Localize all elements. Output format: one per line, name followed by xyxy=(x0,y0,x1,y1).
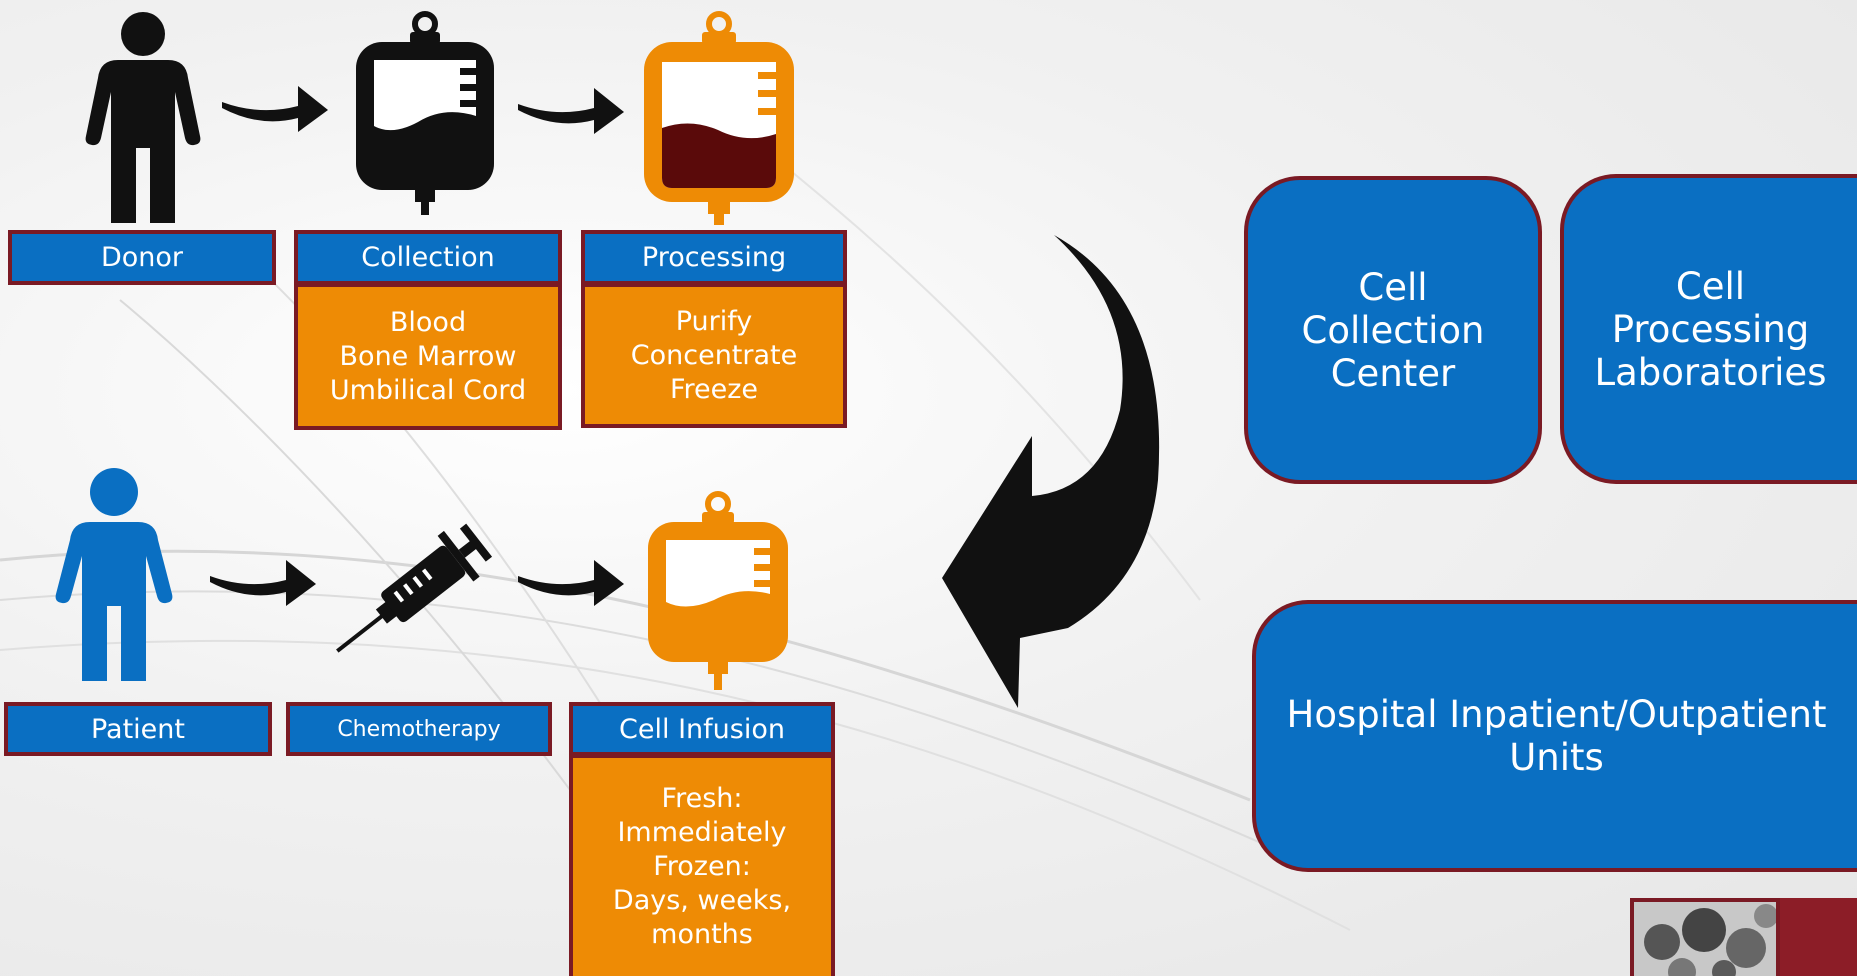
facility-line: Center xyxy=(1330,351,1456,395)
hospital-units-box: Hospital Inpatient/Outpatient Units xyxy=(1252,600,1857,872)
patient-icon xyxy=(55,468,173,681)
facility-line: Units xyxy=(1509,736,1604,779)
logo-red-panel xyxy=(1780,898,1857,976)
detail-line: Frozen: xyxy=(653,851,751,882)
detail-line: Concentrate xyxy=(630,339,798,371)
blood-bag-icon xyxy=(356,11,494,215)
detail-line: Blood xyxy=(389,306,467,338)
detail-line: Umbilical Cord xyxy=(329,374,527,406)
step-label-chemotherapy: Chemotherapy xyxy=(286,702,552,756)
arrow-right-icon xyxy=(518,88,624,134)
arrow-right-icon xyxy=(210,560,316,606)
detail-line: Fresh: xyxy=(661,783,743,814)
step-label-collection: Collection xyxy=(294,230,562,285)
curved-arrow-icon xyxy=(942,235,1160,708)
processing-details: Purify Concentrate Freeze xyxy=(581,283,847,428)
detail-line: Days, weeks, xyxy=(612,885,792,916)
syringe-icon xyxy=(336,523,493,653)
cell-collection-center-box: Cell Collection Center xyxy=(1244,176,1542,484)
detail-line: Immediately xyxy=(617,817,787,848)
detail-line: Bone Marrow xyxy=(339,340,517,372)
facility-line: Hospital Inpatient/Outpatient xyxy=(1286,693,1827,736)
cell-processing-laboratories-box: Cell Processing Laboratories xyxy=(1560,174,1857,484)
facility-line: Cell xyxy=(1358,265,1428,309)
step-label-processing: Processing xyxy=(581,230,847,285)
step-label-donor: Donor xyxy=(8,230,276,285)
cell-infusion-details: Fresh: Immediately Frozen: Days, weeks, … xyxy=(569,754,835,976)
cell-image-icon xyxy=(1634,902,1776,976)
arrow-right-icon xyxy=(518,560,624,606)
detail-line: months xyxy=(651,919,753,950)
step-label-cell-infusion: Cell Infusion xyxy=(569,702,835,756)
cell-photo-logo xyxy=(1630,898,1780,976)
collection-details: Blood Bone Marrow Umbilical Cord xyxy=(294,283,562,430)
arrow-right-icon xyxy=(222,86,328,132)
step-label-patient: Patient xyxy=(4,702,272,756)
facility-line: Cell xyxy=(1675,264,1746,308)
processed-blood-bag-icon xyxy=(644,11,794,225)
infusion-bag-icon xyxy=(648,491,788,690)
detail-line: Freeze xyxy=(669,373,759,405)
facility-line: Collection xyxy=(1301,308,1485,352)
person-icon xyxy=(85,12,201,223)
facility-line: Processing xyxy=(1611,307,1810,351)
facility-line: Laboratories xyxy=(1594,350,1827,394)
detail-line: Purify xyxy=(675,305,753,337)
